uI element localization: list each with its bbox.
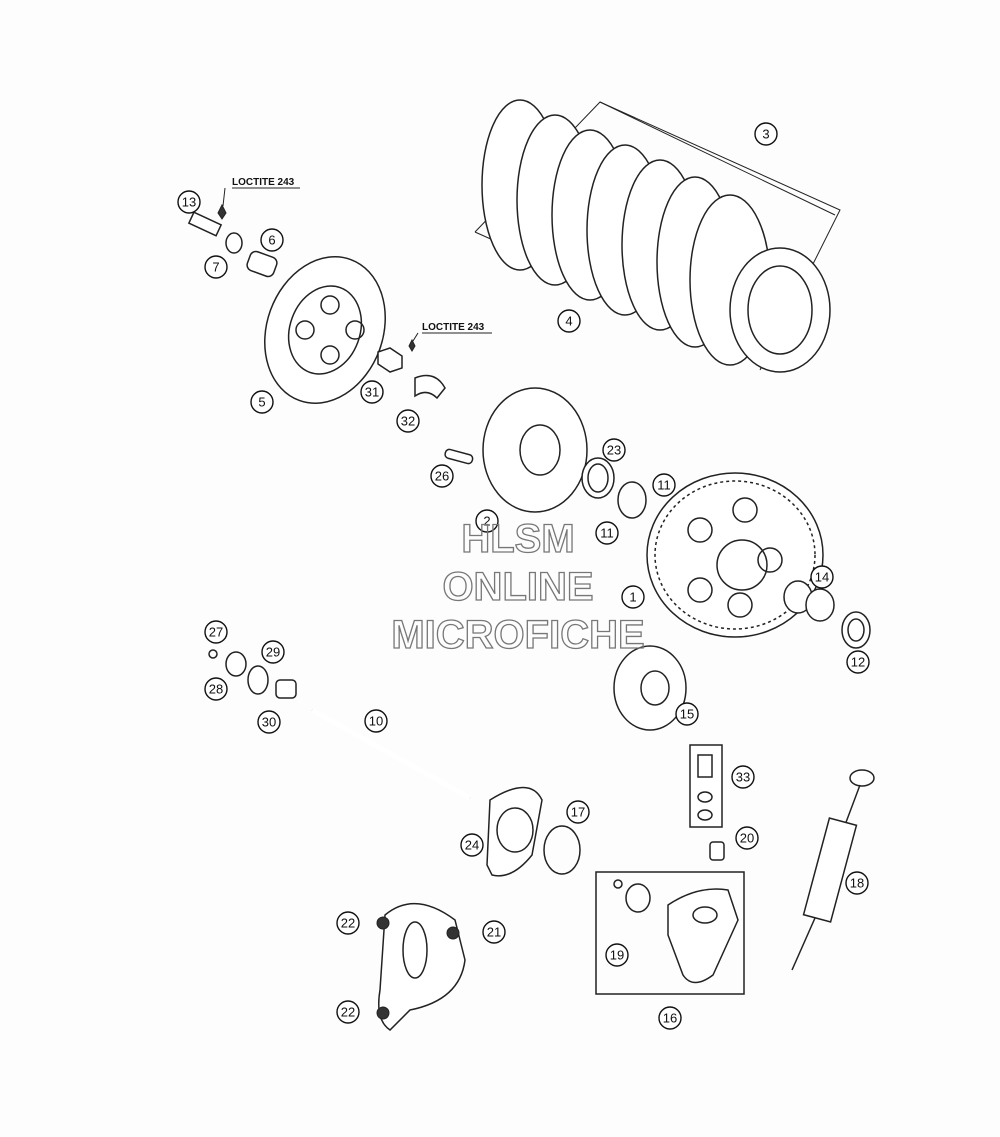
svg-text:3: 3 xyxy=(762,127,769,142)
loctite-label-2: LOCTITE 243 xyxy=(422,322,485,333)
callout-2: 2 xyxy=(475,509,499,533)
callout-28: 28 xyxy=(204,677,228,701)
callout-30: 30 xyxy=(257,710,281,734)
gasket-and-oring xyxy=(486,786,581,877)
svg-text:1: 1 xyxy=(629,590,636,605)
callout-11b: 11 xyxy=(595,521,619,545)
callout-19: 19 xyxy=(605,943,629,967)
watermark-line-3: MICROFICHE xyxy=(391,613,644,657)
callout-10: 10 xyxy=(364,709,388,733)
callout-11a: 11 xyxy=(652,473,676,497)
clutch-plate-stack xyxy=(474,99,841,373)
loctite-label-1: LOCTITE 243 xyxy=(232,177,295,188)
callout-3: 3 xyxy=(754,122,778,146)
callout-4: 4 xyxy=(557,309,581,333)
callout-15: 15 xyxy=(675,702,699,726)
svg-text:32: 32 xyxy=(401,414,415,429)
push-rod xyxy=(310,707,472,801)
ring-and-circlips xyxy=(581,457,647,519)
svg-text:17: 17 xyxy=(571,805,585,820)
watermark-line-1: HLSM xyxy=(461,517,574,561)
callout-12: 12 xyxy=(846,650,870,674)
callout-32: 32 xyxy=(396,409,420,433)
svg-text:7: 7 xyxy=(212,260,219,275)
svg-text:31: 31 xyxy=(365,385,379,400)
svg-text:12: 12 xyxy=(851,655,865,670)
svg-text:33: 33 xyxy=(736,770,750,785)
svg-text:13: 13 xyxy=(182,195,196,210)
watermark-line-2: ONLINE xyxy=(442,565,593,609)
callout-31: 31 xyxy=(360,380,384,404)
callout-33: 33 xyxy=(731,765,755,789)
svg-text:30: 30 xyxy=(262,715,276,730)
inner-clutch-hub xyxy=(444,387,588,513)
svg-text:11: 11 xyxy=(600,526,614,541)
callout-24: 24 xyxy=(460,833,484,857)
callout-16: 16 xyxy=(658,1006,682,1030)
callout-20: 20 xyxy=(735,826,759,850)
clutch-basket-gear xyxy=(646,472,824,638)
svg-text:24: 24 xyxy=(465,838,479,853)
callout-17: 17 xyxy=(566,800,590,824)
callout-6: 6 xyxy=(260,228,284,252)
callout-27: 27 xyxy=(204,620,228,644)
svg-text:18: 18 xyxy=(850,876,864,891)
callout-7: 7 xyxy=(204,255,228,279)
bleed-syringe xyxy=(791,769,875,971)
needle-bearings xyxy=(783,580,871,649)
bolt-and-spring xyxy=(187,203,278,278)
svg-text:19: 19 xyxy=(610,948,624,963)
callout-29: 29 xyxy=(261,640,285,664)
svg-text:22: 22 xyxy=(341,1005,355,1020)
svg-text:10: 10 xyxy=(369,714,383,729)
callout-14: 14 xyxy=(810,565,834,589)
svg-text:6: 6 xyxy=(268,233,275,248)
svg-text:28: 28 xyxy=(209,682,223,697)
svg-text:15: 15 xyxy=(680,707,694,722)
pushrod-small-parts xyxy=(208,649,297,699)
callout-23: 23 xyxy=(602,438,626,462)
callout-18: 18 xyxy=(845,871,869,895)
nut-and-lockwasher xyxy=(377,338,446,400)
primary-pinion xyxy=(613,645,687,731)
svg-text:5: 5 xyxy=(258,395,265,410)
clutch-cover xyxy=(376,903,466,1031)
callout-5: 5 xyxy=(250,390,274,414)
callout-22b: 22 xyxy=(336,1000,360,1024)
slave-cylinder-box xyxy=(595,871,745,995)
svg-text:14: 14 xyxy=(815,570,829,585)
svg-text:21: 21 xyxy=(487,925,501,940)
svg-text:11: 11 xyxy=(657,478,671,493)
callout-21: 21 xyxy=(482,920,506,944)
svg-text:27: 27 xyxy=(209,625,223,640)
callout-22a: 22 xyxy=(336,911,360,935)
svg-text:26: 26 xyxy=(435,469,449,484)
pressure-plate xyxy=(264,256,386,404)
svg-text:16: 16 xyxy=(663,1011,677,1026)
watermark: HLSM ONLINE MICROFICHE xyxy=(391,516,646,657)
callout-1: 1 xyxy=(621,585,645,609)
svg-text:2: 2 xyxy=(483,514,490,529)
svg-text:22: 22 xyxy=(341,916,355,931)
bleed-screw-block xyxy=(689,744,725,861)
svg-text:29: 29 xyxy=(266,645,280,660)
callout-26: 26 xyxy=(430,464,454,488)
callout-13: 13 xyxy=(177,190,201,214)
svg-text:4: 4 xyxy=(565,314,572,329)
svg-text:23: 23 xyxy=(607,443,621,458)
svg-text:20: 20 xyxy=(740,831,754,846)
